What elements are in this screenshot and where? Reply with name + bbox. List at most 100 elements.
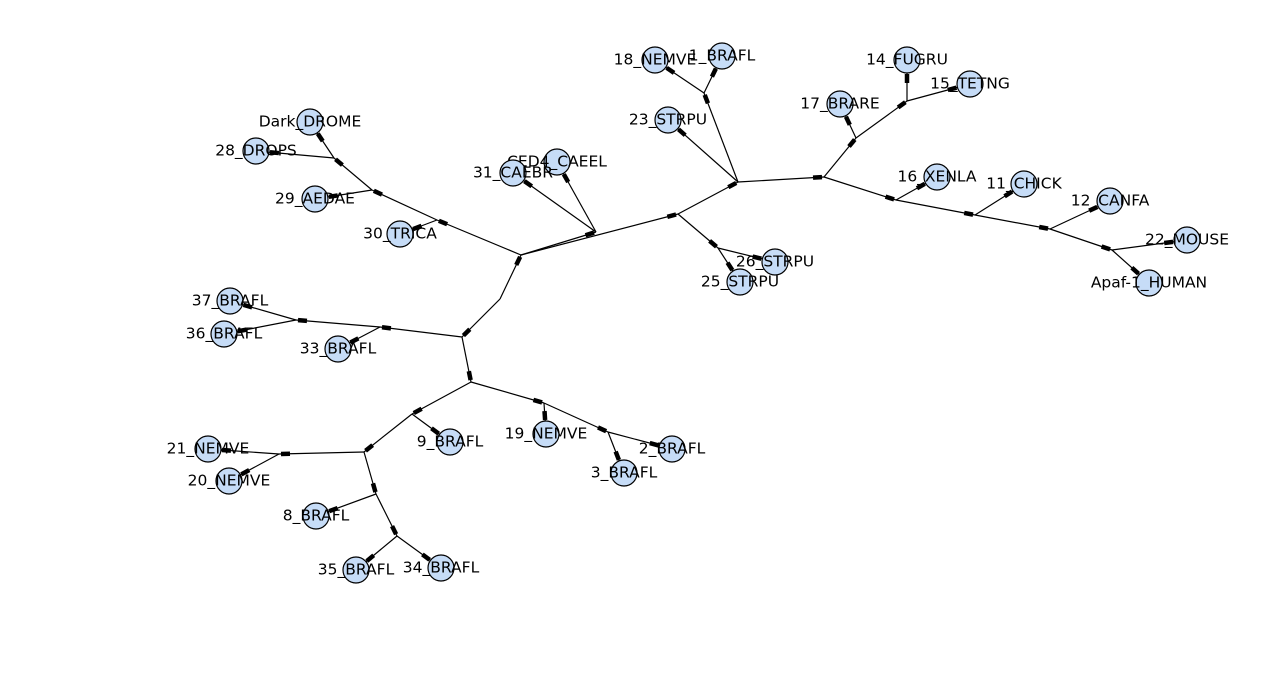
leaf-circle[interactable]: [427, 554, 455, 582]
leaf-label: 12_CANFA: [1071, 192, 1150, 211]
edge-i-bot-to-i-b37: [379, 325, 463, 338]
edge-i-vert-to-i-tetra: [823, 176, 897, 202]
leaf-circle[interactable]: [893, 46, 921, 74]
edge-arrowhead: [666, 212, 677, 219]
leaf-label: 18_NEMVE: [614, 51, 697, 70]
leaf-circle[interactable]: [215, 467, 243, 495]
edge-i-bleft-to-i-bleft2: [363, 413, 413, 453]
edge-arrowhead: [269, 150, 280, 156]
leaf-node-apaf-1-human[interactable]: Apaf-1_HUMAN: [1091, 269, 1207, 297]
leaf-node-22-mouse[interactable]: 22_MOUSE: [1145, 226, 1229, 254]
leaf-node-15-tetng[interactable]: 15_TETNG: [930, 70, 1010, 98]
leaf-node-28-drops[interactable]: 28_DROPS: [215, 137, 297, 165]
leaf-circle[interactable]: [654, 106, 682, 134]
leaf-label: 1_BRAFL: [689, 47, 756, 66]
leaf-node-19-nemve[interactable]: 19_NEMVE: [505, 420, 588, 448]
leaf-node-34-brafl[interactable]: 34_BRAFL: [403, 554, 480, 582]
leaf-node-9-brafl[interactable]: 9_BRAFL: [417, 428, 484, 456]
leaf-circle[interactable]: [194, 435, 222, 463]
leaf-label: 2_BRAFL: [639, 440, 706, 459]
leaf-circle[interactable]: [302, 502, 330, 530]
leaf-circle[interactable]: [708, 42, 736, 70]
leaf-label: 28_DROPS: [215, 142, 297, 161]
edge-i-b37-to-i-b37b: [295, 317, 381, 328]
leaf-circle[interactable]: [210, 320, 238, 348]
leaf-node-8-brafl[interactable]: 8_BRAFL: [283, 502, 350, 530]
leaf-label: Dark_DROME: [259, 113, 362, 132]
edge-arrowhead: [349, 336, 360, 345]
leaf-node-3-brafl[interactable]: 3_BRAFL: [591, 459, 658, 487]
edge-arrowhead: [370, 482, 378, 493]
leaf-node-36-brafl[interactable]: 36_BRAFL: [186, 320, 263, 348]
leaf-node-23-strpu[interactable]: 23_STRPU: [629, 106, 707, 134]
edge-arrowhead: [561, 173, 571, 184]
edge-arrowhead: [315, 132, 325, 143]
leaf-node-35-brafl[interactable]: 35_BRAFL: [318, 556, 395, 584]
leaf-node-1-brafl[interactable]: 1_BRAFL: [689, 42, 756, 70]
edge-arrowhead: [297, 317, 308, 324]
leaf-circle[interactable]: [242, 137, 270, 165]
leaf-circle[interactable]: [543, 148, 571, 176]
leaf-circle[interactable]: [726, 268, 754, 296]
leaf-node-16-xenla[interactable]: 16_XENLA: [897, 163, 977, 191]
leaf-node-11-chick[interactable]: 11_CHICK: [986, 170, 1063, 198]
leaf-node-12-canfa[interactable]: 12_CANFA: [1071, 187, 1150, 215]
leaf-circle[interactable]: [641, 46, 669, 74]
leaf-node-25-strpu[interactable]: 25_STRPU: [701, 268, 779, 296]
leaf-circle[interactable]: [1096, 187, 1124, 215]
edge-arrowhead: [334, 157, 344, 167]
leaf-circle[interactable]: [826, 90, 854, 118]
leaf-node-26-strpu[interactable]: 26_STRPU: [736, 248, 814, 276]
leaf-node-31-caebr[interactable]: 31_CAEBR: [473, 159, 553, 187]
leaf-circle[interactable]: [956, 70, 984, 98]
edge-arrowhead: [221, 447, 232, 453]
leaf-label: 8_BRAFL: [283, 507, 350, 526]
leaf-circle[interactable]: [923, 163, 951, 191]
leaf-node-33-brafl[interactable]: 33_BRAFL: [300, 335, 377, 363]
leaf-node-2-brafl[interactable]: 2_BRAFL: [639, 435, 706, 463]
edge-arrowhead: [597, 425, 608, 434]
leaf-node-17-brare[interactable]: 17_BRARE: [800, 90, 880, 118]
edge-arrowhead: [430, 426, 441, 436]
edge-i-bot2-to-i-bright: [470, 381, 545, 405]
leaf-node-14-fugru[interactable]: 14_FUGRU: [866, 46, 948, 74]
leaf-circle[interactable]: [532, 420, 560, 448]
edge-line: [895, 199, 976, 216]
leaf-node-18-nemve[interactable]: 18_NEMVE: [614, 46, 697, 74]
leaf-circle[interactable]: [1135, 269, 1163, 297]
leaf-circle[interactable]: [386, 220, 414, 248]
edge-arrowhead: [237, 327, 248, 334]
leaf-node-37-brafl[interactable]: 37_BRAFL: [192, 287, 269, 315]
edge-line: [371, 189, 438, 221]
edge-i-top-to-i-top2: [702, 92, 739, 183]
leaf-circle[interactable]: [301, 185, 329, 213]
leaf-node-ced4-caeel[interactable]: CED4_CAEEL: [507, 148, 607, 176]
leaf-circle[interactable]: [499, 159, 527, 187]
leaf-circle[interactable]: [761, 248, 789, 276]
leaf-circle[interactable]: [610, 459, 638, 487]
leaf-circle[interactable]: [1010, 170, 1038, 198]
leaf-node-21-nemve[interactable]: 21_NEMVE: [167, 435, 250, 463]
edge-arrowhead: [1163, 239, 1174, 246]
leaf-label: Apaf-1_HUMAN: [1091, 274, 1207, 293]
leaf-circle[interactable]: [658, 435, 686, 463]
leaf-circle[interactable]: [296, 108, 324, 136]
edge-arrowhead: [461, 327, 472, 338]
leaf-circle[interactable]: [216, 287, 244, 315]
edge-i-left-up-to-i-drome-grp: [371, 188, 438, 221]
leaf-label: 19_NEMVE: [505, 425, 588, 444]
leaf-node-20-nemve[interactable]: 20_NEMVE: [188, 467, 271, 495]
leaf-circle[interactable]: [342, 556, 370, 584]
leaf-node-dark-drome[interactable]: Dark_DROME: [259, 108, 362, 136]
edge-i-top-to-i-vert: [737, 174, 825, 183]
leaf-node-30-trica[interactable]: 30_TRICA: [363, 220, 437, 248]
edge-arrowhead: [1100, 244, 1111, 252]
edge-i-root-to-i-bot: [461, 298, 501, 338]
leaf-circle[interactable]: [436, 428, 464, 456]
edge-arrowhead: [584, 230, 595, 238]
leaf-circle[interactable]: [324, 335, 352, 363]
leaf-circle[interactable]: [1173, 226, 1201, 254]
leaf-node-29-aedae[interactable]: 29_AEDAE: [275, 185, 355, 213]
leaf-label: 21_NEMVE: [167, 440, 250, 459]
